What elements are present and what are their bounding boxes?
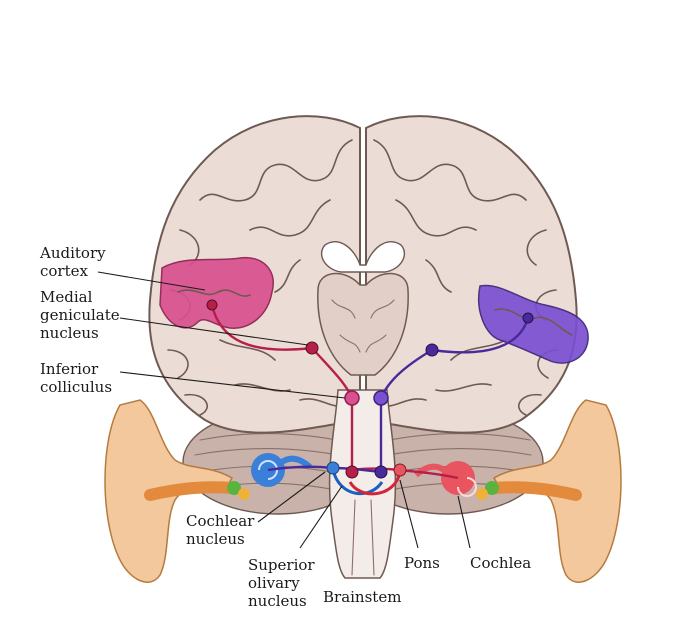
- label-pons: Pons: [404, 554, 440, 572]
- label-medial-geniculate-nucleus: Medial geniculate nucleus: [40, 288, 124, 342]
- label-auditory-cortex: Auditory cortex: [39, 244, 110, 280]
- label-inferior-colliculus: Inferior colliculus: [40, 360, 112, 396]
- label-superior-olivary-nucleus: Superior olivary nucleus: [248, 556, 319, 610]
- label-brainstem: Brainstem: [323, 588, 401, 606]
- label-cochlear-nucleus: Cochlear nucleus: [186, 512, 259, 548]
- label-cochlea: Cochlea: [470, 554, 531, 572]
